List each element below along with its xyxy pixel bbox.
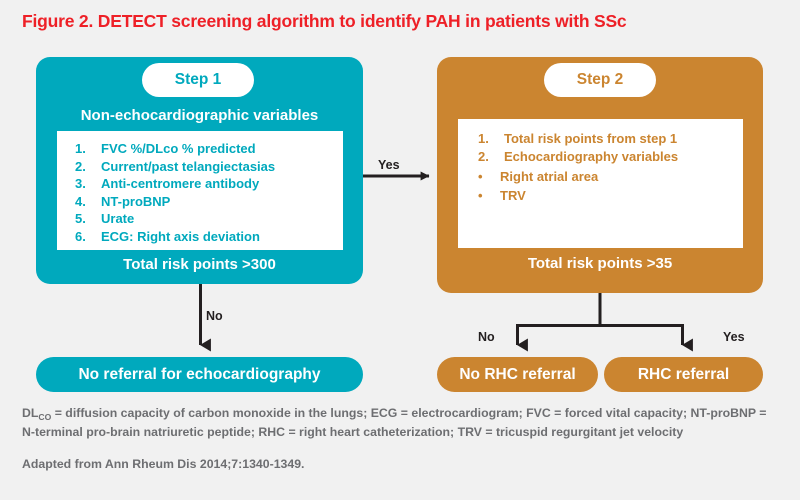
list-text: Right atrial area — [500, 169, 599, 185]
step1-variable-list: 1. FVC %/DLco % predicted 2. Current/pas… — [57, 131, 343, 246]
edge-label-no-step2: No — [478, 330, 495, 344]
list-text: NT-proBNP — [101, 193, 171, 209]
list-marker: • — [478, 187, 483, 203]
list-item: 2. Current/past telangiectasias — [75, 158, 343, 176]
list-text: TRV — [500, 187, 526, 203]
list-item: 6. ECG: Right axis deviation — [75, 228, 343, 246]
footnote-abbrev-subscript: CO — [38, 411, 52, 422]
list-marker: 2. — [478, 149, 489, 165]
list-item: 5. Urate — [75, 210, 343, 228]
step2-threshold-text: Total risk points >35 — [527, 255, 673, 272]
step1-subtitle: Non-echocardiographic variables — [80, 107, 319, 124]
outcome-no-rhc-referral: No RHC referral — [437, 357, 598, 392]
list-item: • TRV — [478, 187, 743, 205]
list-item: 1. Total risk points from step 1 — [478, 130, 743, 148]
list-item: 3. Anti-centromere antibody — [75, 175, 343, 193]
step1-threshold-text: Total risk points >300 — [123, 256, 276, 273]
step2-variable-list: 1. Total risk points from step 1 2. Echo… — [458, 119, 743, 166]
connector-step2-split — [516, 293, 693, 352]
list-marker: 1. — [478, 131, 489, 146]
list-text: Echocardiography variables — [504, 149, 679, 165]
step2-pill-label: Step 2 — [544, 63, 656, 97]
list-item: • Right atrial area — [478, 168, 743, 186]
list-text: ECG: Right axis deviation — [101, 228, 260, 244]
list-marker: 2. — [75, 158, 86, 174]
list-marker: • — [478, 169, 483, 185]
footnote-abbrev-prefix: DL — [22, 406, 39, 420]
step2-panel: Step 2 1. Total risk points from step 1 … — [437, 57, 763, 293]
list-item: 4. NT-proBNP — [75, 193, 343, 211]
outcome-no-echocardiography: No referral for echocardiography — [36, 357, 363, 392]
footnote-abbrev-body: = diffusion capacity of carbon monoxide … — [22, 406, 767, 439]
step1-panel: Step 1 Non-echocardiographic variables 1… — [36, 57, 363, 284]
list-text: Total risk points from step 1 — [504, 131, 678, 146]
outcome-rhc-referral: RHC referral — [604, 357, 763, 392]
step1-pill-label: Step 1 — [142, 63, 254, 97]
step2-echo-sublist: • Right atrial area • TRV — [458, 166, 743, 204]
list-text: Anti-centromere antibody — [101, 176, 260, 192]
abbreviations-footnote: DLCO = diffusion capacity of carbon mono… — [22, 405, 782, 441]
list-text: Urate — [101, 211, 135, 227]
edge-label-yes-step1: Yes — [378, 158, 400, 172]
list-text: Current/past telangiectasias — [101, 158, 276, 174]
list-marker: 6. — [75, 228, 86, 244]
figure-title: Figure 2. DETECT screening algorithm to … — [22, 11, 627, 31]
list-text: FVC %/DLco % predicted — [101, 141, 256, 156]
list-marker: 3. — [75, 176, 86, 192]
list-item: 1. FVC %/DLco % predicted — [75, 140, 343, 158]
list-marker: 5. — [75, 211, 86, 227]
step2-variables-card: 1. Total risk points from step 1 2. Echo… — [458, 119, 743, 248]
list-marker: 4. — [75, 193, 86, 209]
edge-label-no-step1: No — [206, 309, 223, 323]
step1-variables-card: 1. FVC %/DLco % predicted 2. Current/pas… — [57, 131, 343, 250]
source-citation: Adapted from Ann Rheum Dis 2014;7:1340-1… — [22, 457, 305, 471]
list-item: 2. Echocardiography variables — [478, 148, 743, 166]
list-marker: 1. — [75, 141, 86, 156]
edge-label-yes-step2: Yes — [723, 330, 745, 344]
